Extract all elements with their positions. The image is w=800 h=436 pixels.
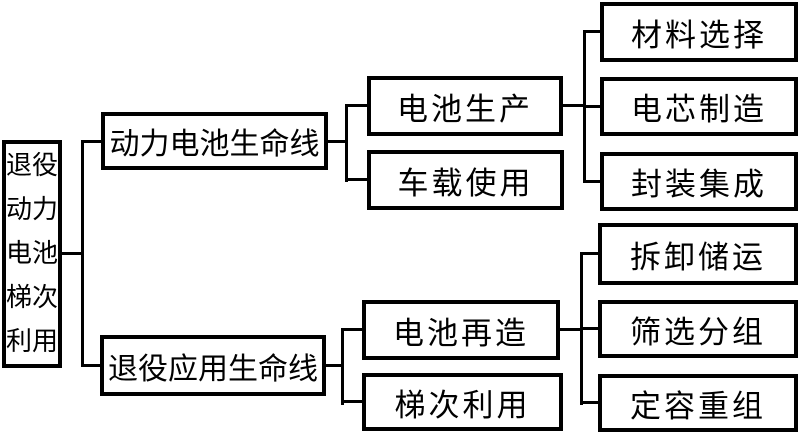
node-label: 车载使用 — [397, 165, 534, 201]
node-label: 拆卸储运 — [630, 239, 766, 275]
node-label: 封装集成 — [631, 167, 767, 202]
connector-remanufacturing-stub — [560, 328, 582, 331]
connector-to-vehicle-use — [345, 178, 367, 181]
node-disassembly-storage-transport: 拆卸储运 — [598, 223, 798, 285]
connector-to-battery-production — [345, 104, 367, 107]
connector-to-packaging-integration — [583, 180, 600, 183]
node-cell-manufacturing: 电芯制造 — [600, 77, 798, 136]
connector-branch1-stub — [328, 140, 347, 143]
connector-to-cell-manufacturing — [583, 105, 600, 108]
connector-to-branch1 — [81, 140, 101, 143]
connector-branch1-vertical — [345, 104, 348, 182]
node-screening-grouping: 筛选分组 — [598, 300, 798, 358]
connector-to-branch2 — [81, 364, 100, 367]
node-label: 电池生产 — [397, 91, 533, 127]
node-label: 退役应用生命线 — [108, 352, 318, 386]
connector-to-screening-grouping — [580, 327, 598, 330]
node-power-battery-lifeline: 动力电池生命线 — [101, 112, 328, 170]
connector-to-cascade-utilization — [341, 400, 362, 403]
node-packaging-integration: 封装集成 — [600, 152, 798, 211]
node-label: 电池再造 — [393, 315, 529, 351]
node-battery-production: 电池生产 — [367, 76, 563, 136]
node-battery-remanufacturing: 电池再造 — [362, 300, 560, 360]
connector-to-material-selection — [583, 30, 600, 33]
node-root: 退役动力电池梯次利用 — [2, 140, 62, 368]
node-retired-application-lifeline: 退役应用生命线 — [100, 335, 326, 396]
node-label: 动力电池生命线 — [109, 128, 320, 161]
connector-to-capacity-regrouping — [580, 401, 598, 404]
connector-root-stub — [62, 252, 83, 255]
node-material-selection: 材料选择 — [600, 2, 798, 62]
connector-branch2-vertical — [341, 328, 344, 405]
node-label: 定容重组 — [630, 388, 766, 424]
node-vehicle-use: 车载使用 — [367, 150, 564, 210]
node-label: 电芯制造 — [631, 92, 767, 127]
node-label: 筛选分组 — [630, 314, 766, 350]
node-cascade-utilization: 梯次利用 — [362, 373, 563, 431]
connector-to-battery-remanufacturing — [341, 328, 362, 331]
node-label: 退役动力电池梯次利用 — [6, 151, 59, 356]
node-label: 梯次利用 — [394, 387, 531, 423]
node-label: 材料选择 — [631, 17, 767, 53]
connector-branch2-stub — [326, 364, 343, 367]
connector-root-vertical — [81, 140, 84, 367]
connector-to-disassembly-storage-transport — [580, 252, 598, 255]
node-capacity-regrouping: 定容重组 — [598, 374, 798, 432]
connector-production-stub — [563, 104, 585, 107]
